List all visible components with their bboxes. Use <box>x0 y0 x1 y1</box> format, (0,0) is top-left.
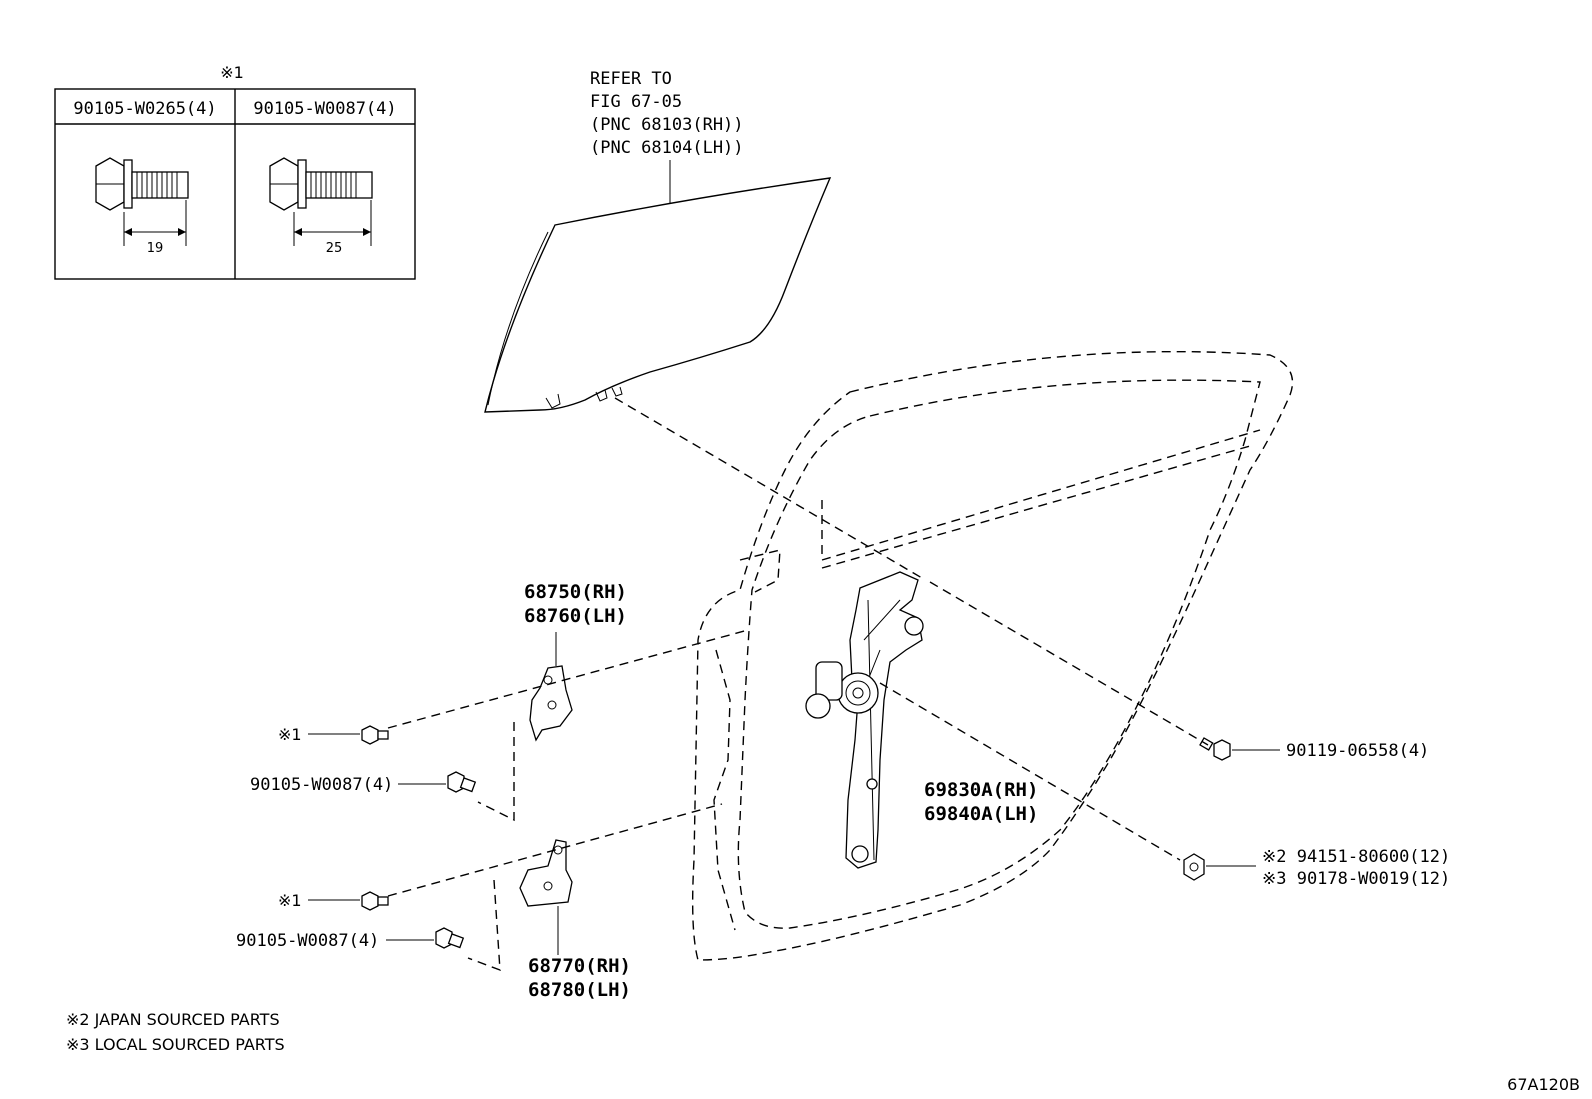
regulator-bolt-icon <box>1199 737 1231 761</box>
leader-lines <box>308 397 1280 972</box>
refer-line-3: (PNC 68103(RH)) <box>590 115 744 135</box>
nut-japan-label: ※2 94151-80600(12) <box>1262 847 1450 867</box>
figure-code: 67A120B <box>1507 1075 1580 1094</box>
bolt-2-length: 25 <box>326 241 343 256</box>
footnote-local: ※3 LOCAL SOURCED PARTS <box>66 1035 285 1054</box>
door-outline <box>691 350 1294 961</box>
bolt-19-illustration: 19 <box>95 157 189 256</box>
nut-local-label: ※3 90178-W0019(12) <box>1262 869 1450 889</box>
table-header-bolt-2: 90105-W0087(4) <box>253 99 396 119</box>
table-header-bolt-1: 90105-W0265(4) <box>73 99 216 119</box>
regulator-label-lh: 69840A(LH) <box>924 803 1038 825</box>
footnote-japan: ※2 JAPAN SOURCED PARTS <box>66 1010 280 1029</box>
upper-hinge <box>529 632 573 742</box>
lower-hinge-label-rh: 68770(RH) <box>528 955 631 977</box>
table-mark: ※1 <box>220 63 244 82</box>
footnotes: ※2 JAPAN SOURCED PARTS ※3 LOCAL SOURCED … <box>66 1010 285 1054</box>
regulator-nut-icon <box>1183 853 1205 881</box>
upper-hinge-bolt-icon <box>447 771 477 793</box>
part-labels: 68750(RH) 68760(LH) 68770(RH) 68780(LH) … <box>236 581 1450 1001</box>
upper-hinge-bolt-label: 90105-W0087(4) <box>250 775 393 795</box>
lower-hinge <box>519 839 573 955</box>
upper-special-bolt-icon <box>361 725 389 745</box>
upper-hinge-label-lh: 68760(LH) <box>524 605 627 627</box>
refer-line-2: FIG 67-05 <box>590 92 682 112</box>
lower-special-bolt-icon <box>361 891 389 911</box>
door-glass <box>484 177 832 413</box>
refer-line-1: REFER TO <box>590 69 672 89</box>
upper-hinge-label-rh: 68750(RH) <box>524 581 627 603</box>
regulator-label-rh: 69830A(RH) <box>924 779 1038 801</box>
lower-hinge-bolt-icon <box>435 927 465 949</box>
lower-hinge-bolt-label: 90105-W0087(4) <box>236 931 379 951</box>
lower-special-bolt-mark: ※1 <box>278 891 302 910</box>
refer-line-4: (PNC 68104(LH)) <box>590 138 744 158</box>
bolt-25-illustration: 25 <box>269 157 373 256</box>
refer-note: REFER TO FIG 67-05 (PNC 68103(RH)) (PNC … <box>590 69 744 203</box>
bolt-1-length: 19 <box>147 241 164 256</box>
regulator-bolt-label: 90119-06558(4) <box>1286 741 1429 761</box>
fastener-bolts <box>361 725 1231 949</box>
lower-hinge-label-lh: 68780(LH) <box>528 979 631 1001</box>
window-regulator <box>805 571 924 869</box>
fastener-table: ※1 90105-W0265(4) 90105-W0087(4) 19 <box>54 63 416 280</box>
upper-special-bolt-mark: ※1 <box>278 725 302 744</box>
